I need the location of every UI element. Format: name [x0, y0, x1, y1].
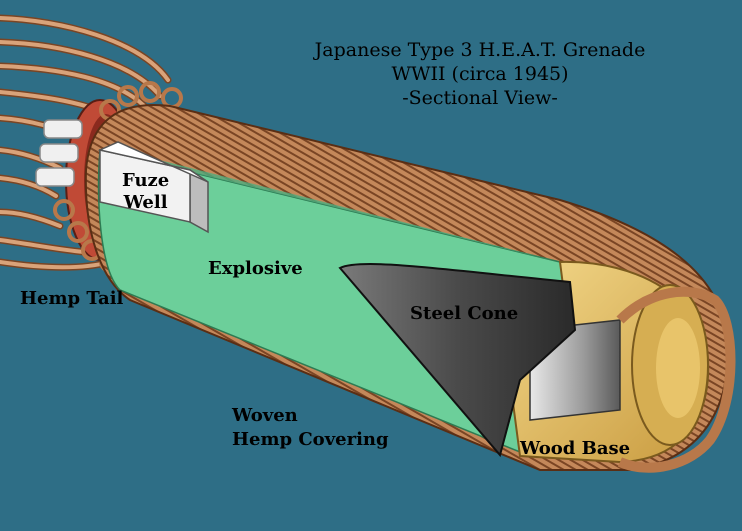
label-woven-hemp-covering: Woven Hemp Covering	[232, 404, 389, 452]
steel-cone-shape	[338, 262, 577, 458]
fuze-well-block	[97, 141, 209, 234]
label-hemp-tail: Hemp Tail	[20, 288, 124, 309]
diagram-title: Japanese Type 3 H.E.A.T. Grenade WWII (c…	[285, 38, 675, 110]
title-line-2: WWII (circa 1945)	[391, 63, 569, 85]
white-wraps	[35, 119, 83, 187]
label-steel-cone: Steel Cone	[410, 303, 519, 324]
label-explosive: Explosive	[208, 258, 303, 279]
hemp-tail-cords	[0, 14, 172, 271]
title-line-1: Japanese Type 3 H.E.A.T. Grenade	[314, 39, 646, 61]
label-wood-base: Wood Base	[520, 438, 631, 459]
title-line-3: -Sectional View-	[402, 87, 558, 109]
hemp-rim	[616, 286, 736, 473]
label-woven-line2: Hemp Covering	[232, 429, 389, 450]
label-woven-line1: Woven	[232, 405, 298, 426]
label-fuze-well-line2: Well	[123, 192, 168, 213]
label-fuze-well: Fuze Well	[122, 170, 169, 214]
label-fuze-well-line1: Fuze	[122, 170, 170, 191]
